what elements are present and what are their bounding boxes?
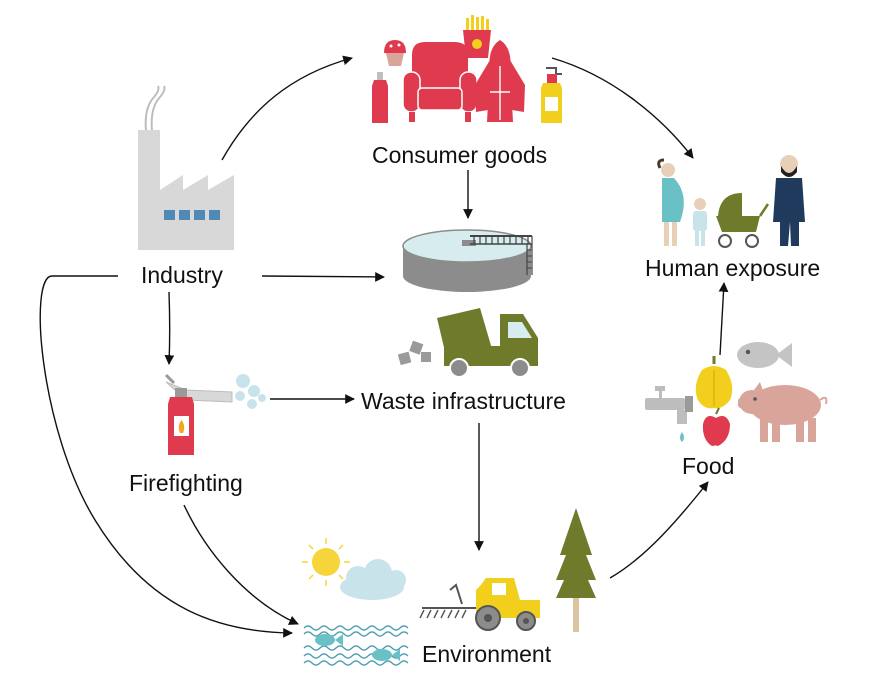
bottle-icon [541, 67, 562, 123]
arrow-industry-to-consumer-goods [221, 55, 353, 161]
arrow-consumer-goods-to-human-exposure [551, 57, 694, 159]
factory-icon [138, 85, 234, 250]
faucet-icon [645, 386, 693, 442]
pregnant-woman-icon [657, 158, 684, 246]
pepper-icon [695, 356, 733, 409]
dump-truck-icon [397, 308, 538, 378]
spray-can-icon [372, 72, 388, 123]
cloud-icon [340, 559, 406, 600]
waste-infrastructure-label: Waste infrastructure [361, 388, 566, 414]
tractor-icon [419, 578, 540, 631]
food-label: Food [682, 453, 735, 479]
fish-icon [737, 342, 792, 368]
armchair-icon [402, 42, 478, 122]
environment-label: Environment [422, 641, 552, 667]
arrow-firefighting-to-environment [183, 504, 299, 625]
arrow-industry-to-firefighting [164, 291, 175, 365]
pig-icon [738, 382, 828, 442]
tree-icon [556, 508, 596, 632]
arrow-industry-to-waste [261, 272, 385, 282]
industry-label: Industry [141, 262, 223, 288]
bathrobe-icon [475, 40, 525, 122]
man-icon [773, 155, 805, 246]
treatment-plant-icon [402, 229, 533, 292]
baby-stroller-icon [716, 193, 770, 248]
consumer-goods-label: Consumer goods [372, 142, 548, 168]
human-exposure-label: Human exposure [645, 255, 821, 281]
child-icon [693, 198, 707, 246]
sun-icon [302, 538, 350, 586]
muffin-icon [384, 40, 406, 66]
firefighting-label: Firefighting [129, 470, 243, 496]
arrow-food-to-human-exposure [718, 282, 729, 356]
fire-extinguisher-icon [164, 373, 266, 455]
flow-arrows [39, 55, 729, 638]
arrow-industry-to-environment [39, 275, 293, 638]
apple-icon [702, 407, 730, 446]
arrow-environment-to-food [609, 481, 709, 579]
fries-icon [463, 15, 491, 58]
water-with-fish-icon [303, 625, 409, 666]
